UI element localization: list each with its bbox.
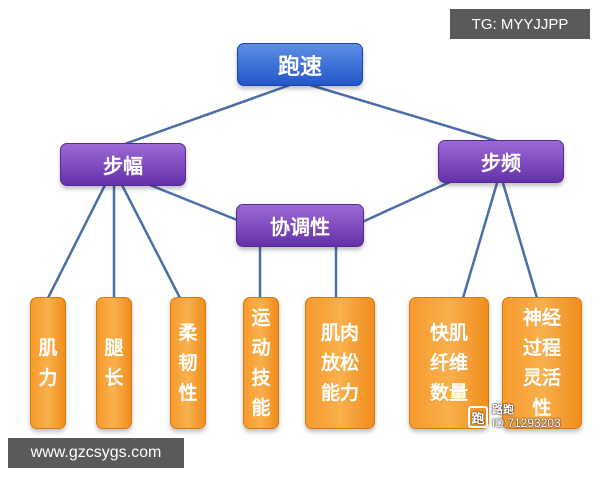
branch-node-cadence: 步频 xyxy=(438,140,564,183)
link-cadence-fast-twitch xyxy=(461,182,499,299)
leaf-node-muscle-relaxation: 肌肉 放松 能力 xyxy=(305,297,375,429)
leaf-node-muscle-strength: 肌 力 xyxy=(30,297,66,429)
leaf-text-line: 能 xyxy=(251,397,271,419)
leaf-text-line: 能力 xyxy=(320,382,359,404)
leaf-text-line: 放松 xyxy=(320,352,359,374)
leaf-node-flexibility: 柔 韧 性 xyxy=(170,297,206,429)
stamp-text: 路跑 ID:71293203 xyxy=(492,404,561,430)
leaf-node-leg-length: 腿 长 xyxy=(96,297,132,429)
leaf-text-line: 肌肉 xyxy=(320,322,359,344)
stamp-name: 路跑 xyxy=(492,404,514,416)
branch-node-stride: 步幅 xyxy=(60,143,186,186)
leaf-text-line: 神经 xyxy=(522,307,561,329)
leaf-text-line: 运 xyxy=(251,307,271,329)
leaf-text-line: 过程 xyxy=(522,337,561,359)
leaf-text-line: 灵活 xyxy=(522,367,561,389)
leaf-text-line: 数量 xyxy=(429,382,468,404)
watermark-stamp: 跑 路跑 ID:71293203 xyxy=(468,404,561,430)
link-stride-coordination xyxy=(149,183,243,224)
leaf-text-line: 技 xyxy=(251,367,271,389)
leaf-text-line: 快肌 xyxy=(429,322,468,344)
leaf-text-line: 纤维 xyxy=(429,352,468,374)
link-cadence-nervous xyxy=(501,182,539,299)
leaf-text-line: 长 xyxy=(104,367,124,389)
link-root-stride xyxy=(121,83,291,147)
link-stride-muscle-strength xyxy=(46,184,107,299)
link-cadence-coordination xyxy=(359,180,451,225)
leaf-text-line: 肌 xyxy=(38,337,58,359)
leaf-node-nervous-flexibility: 神经 过程 灵活 性 xyxy=(502,297,582,429)
branch-node-coordination: 协调性 xyxy=(236,204,364,247)
link-stride-flexibility xyxy=(120,184,182,299)
leaf-text-line: 动 xyxy=(251,337,271,359)
watermark-bottom-left: www.gzcsygs.com xyxy=(8,438,184,468)
stamp-id: ID:71293203 xyxy=(492,416,561,430)
root-node-running-speed: 跑速 xyxy=(237,43,363,86)
link-root-cadence xyxy=(309,83,501,144)
stamp-logo-icon: 跑 xyxy=(468,406,488,428)
leaf-text-line: 力 xyxy=(38,367,58,389)
leaf-text-line: 腿 xyxy=(104,337,124,359)
leaf-node-motor-skill: 运 动 技 能 xyxy=(243,297,279,429)
watermark-top-right: TG: MYYJJPP xyxy=(450,9,590,39)
leaf-text-line: 性 xyxy=(532,397,552,419)
leaf-text-line: 性 xyxy=(178,382,198,404)
leaf-text-line: 韧 xyxy=(178,352,198,374)
leaf-text-line: 柔 xyxy=(178,322,198,344)
